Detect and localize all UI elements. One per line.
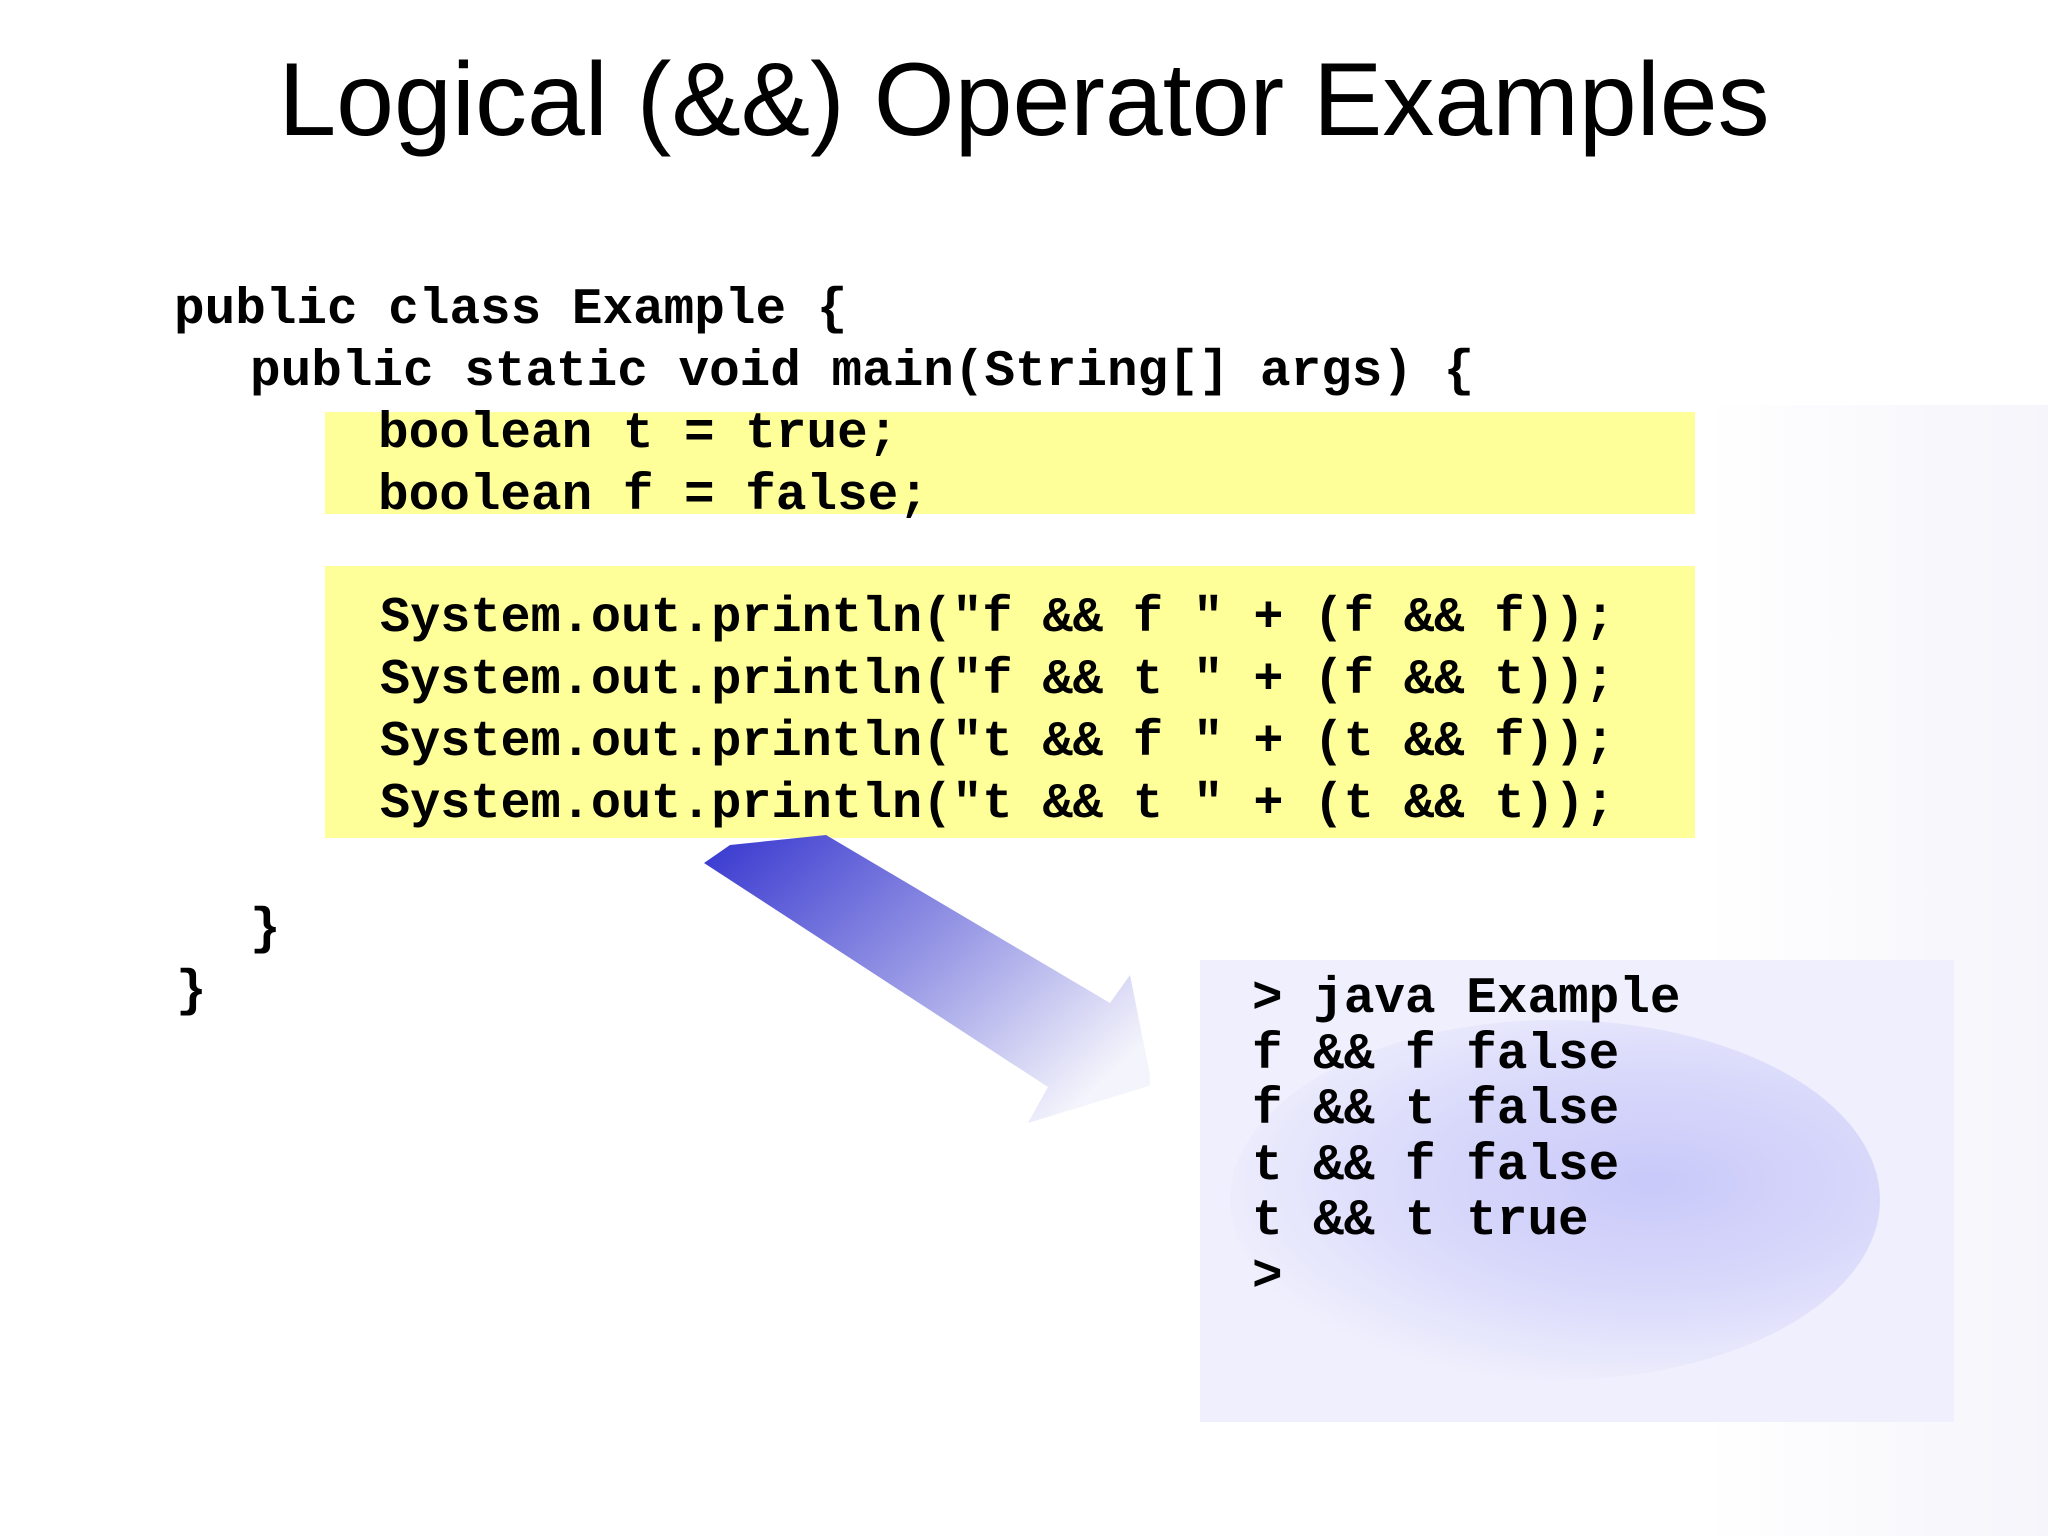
- code-line-close-class: }: [176, 964, 207, 1021]
- console-line-result: f && t false: [1252, 1082, 1620, 1139]
- slide-title: Logical (&&) Operator Examples: [278, 42, 1770, 158]
- code-line-print-f-and-f: System.out.println("f && f " + (f && f))…: [380, 590, 1615, 647]
- code-line-declare-f: boolean f = false;: [378, 468, 929, 525]
- console-line-result: t && t true: [1252, 1193, 1589, 1250]
- code-line-main-method: public static void main(String[] args) {: [250, 344, 1475, 401]
- console-output-panel: > java Example f && f false f && t false…: [1200, 960, 1954, 1422]
- declarations-highlight: [325, 412, 1695, 514]
- output-arrow-icon: [704, 835, 1150, 1123]
- code-line-print-t-and-f: System.out.println("t && f " + (t && f))…: [380, 714, 1615, 771]
- code-line-print-f-and-t: System.out.println("f && t " + (f && t))…: [380, 652, 1615, 709]
- console-glow: [1230, 1020, 1880, 1380]
- console-line-result: t && f false: [1252, 1137, 1620, 1195]
- code-line-class-declaration: public class Example {: [174, 282, 848, 339]
- code-line-declare-t: boolean t = true;: [378, 406, 899, 463]
- console-line-result: f && f false: [1252, 1026, 1620, 1084]
- print-statements-highlight: [325, 566, 1695, 838]
- console-line-command: > java Example: [1252, 971, 1681, 1028]
- code-line-close-method: }: [250, 902, 281, 959]
- console-output: > java Example f && f false f && t false…: [1252, 972, 1680, 1305]
- console-line-prompt: >: [1252, 1248, 1283, 1306]
- code-line-print-t-and-t: System.out.println("t && t " + (t && t))…: [380, 776, 1615, 833]
